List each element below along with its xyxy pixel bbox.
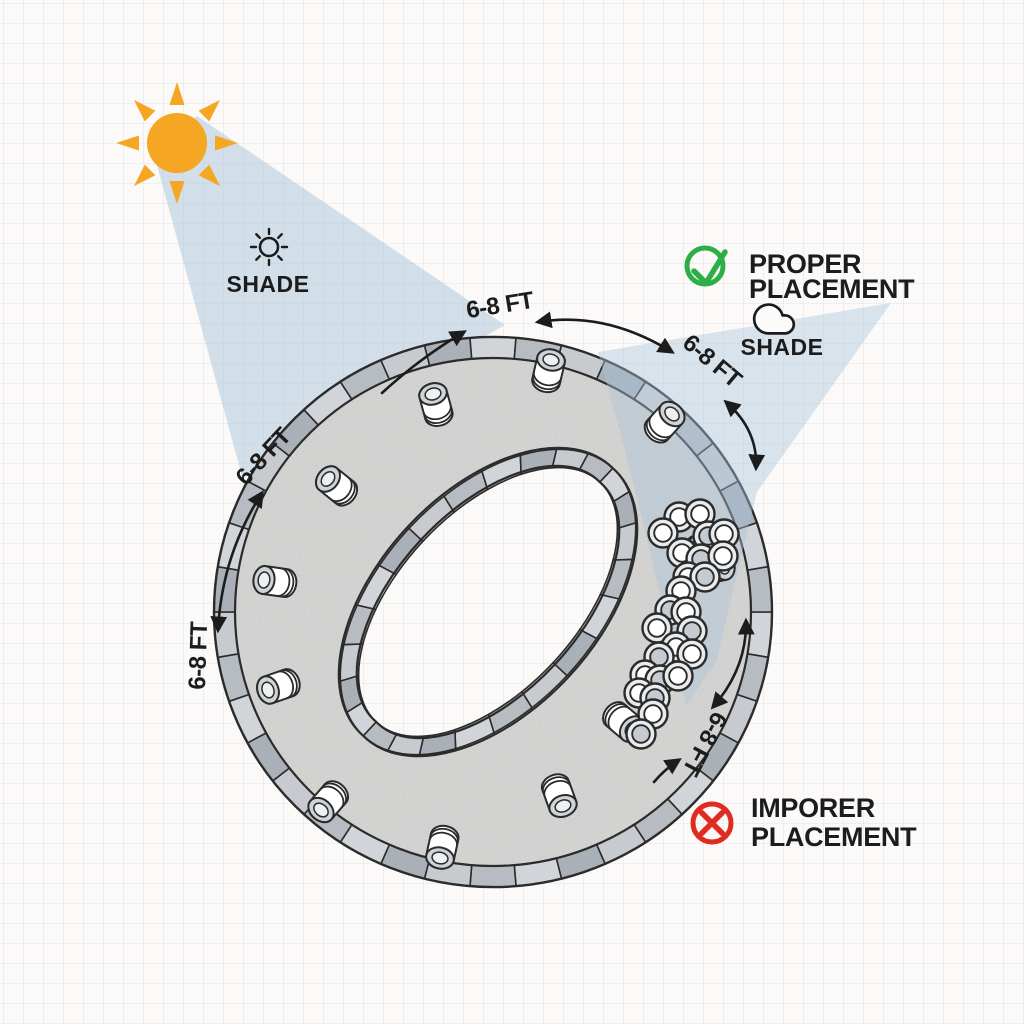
can-face-inner: [431, 851, 449, 865]
sun-icon: [116, 82, 238, 204]
can-rib: [280, 567, 295, 598]
spacing-arrow: [723, 399, 766, 472]
improper-placement-cluster: [623, 498, 740, 750]
cloud-icon: [752, 303, 796, 335]
small-sun-ray: [276, 233, 283, 240]
sun-ray: [116, 135, 139, 151]
cluster-can-opening: [643, 704, 663, 724]
outer-band-segment: [469, 864, 517, 888]
sun-ray: [215, 135, 238, 151]
small-sun-ray: [255, 254, 262, 261]
can-rib: [645, 418, 671, 442]
spacing-arrow: [210, 490, 264, 634]
spacing-arrow: [710, 617, 755, 710]
can-rib: [277, 670, 294, 700]
proper-placement-line1: PROPER: [749, 249, 861, 279]
cluster-can-top: [707, 540, 739, 572]
small-sun-ray: [276, 254, 283, 261]
can-rib: [543, 780, 572, 797]
can-rib: [423, 408, 453, 424]
sun-ray: [169, 82, 185, 105]
ring-edge: [355, 464, 621, 740]
sun-disc: [147, 113, 207, 173]
shade-sun-label: SHADE: [226, 271, 309, 297]
legend-icons: [249, 227, 796, 845]
can-face-inner: [424, 387, 442, 401]
spacing-arrows: [210, 311, 766, 784]
can-face-inner: [554, 799, 572, 813]
improper-placement-line2: PLACEMENT: [751, 822, 917, 852]
can-rib: [648, 415, 673, 439]
shade-beam-from-sun: [155, 116, 505, 476]
distance-label: 6-8 FT: [184, 621, 213, 690]
cluster-can-opening: [668, 666, 688, 686]
cross-circle-icon: [690, 801, 734, 845]
can-rib: [542, 776, 571, 794]
cluster-can-opening: [690, 504, 710, 524]
can-rib: [532, 371, 563, 387]
can-rib: [604, 703, 628, 729]
placement-can: [256, 668, 301, 705]
cluster-can-top: [662, 660, 694, 692]
placement-can: [540, 773, 578, 818]
placement-can: [314, 465, 359, 507]
sun-ray: [169, 181, 185, 204]
cluster-can-top: [689, 561, 721, 593]
cluster-can-top: [625, 718, 657, 750]
sun-ray: [198, 99, 221, 122]
sun-ray: [133, 99, 156, 122]
can-face-inner: [664, 406, 680, 422]
can-face-inner: [313, 802, 329, 818]
can-rib: [330, 476, 353, 503]
cluster-can-opening: [631, 724, 651, 744]
ring-edge: [337, 446, 639, 758]
spacing-arrow: [652, 758, 682, 784]
cluster-can-top: [676, 638, 708, 670]
cluster-can-opening: [714, 524, 734, 544]
cluster-can-opening: [647, 618, 667, 638]
can-rib: [429, 827, 459, 843]
spacing-arrow: [534, 311, 675, 354]
can-rib: [276, 567, 291, 597]
can-rib: [422, 404, 452, 421]
small-sun-ray: [255, 233, 262, 240]
check-circle-icon: [684, 245, 728, 287]
cross-mark: [698, 809, 726, 837]
placement-can: [643, 400, 686, 444]
placement-can: [307, 780, 350, 824]
cluster-can-top: [647, 517, 679, 549]
can-face-inner: [320, 471, 336, 487]
can-rib: [333, 479, 356, 505]
shade-cloud-label: SHADE: [740, 334, 823, 360]
can-rib: [322, 782, 347, 806]
can-face-inner: [542, 353, 560, 367]
improper-placement-line1: IMPORER: [751, 793, 875, 823]
check-mark: [691, 249, 728, 286]
cluster-can-opening: [713, 546, 733, 566]
cluster-can-opening: [682, 644, 702, 664]
can-rib: [319, 785, 345, 809]
cluster-can-opening: [695, 567, 715, 587]
proper-placement-line2: PLACEMENT: [749, 274, 915, 304]
placement-can: [531, 348, 566, 394]
placement-can: [418, 382, 454, 427]
shade-beam: [155, 116, 505, 476]
sun-ray: [133, 164, 156, 187]
placement-can: [252, 565, 298, 598]
can-face-inner: [261, 681, 275, 699]
can-rib: [428, 831, 458, 847]
small-sun-icon: [249, 227, 289, 267]
can-rib: [607, 705, 631, 731]
spacing-arrow: [380, 330, 467, 395]
sun-ray: [198, 164, 221, 187]
cluster-can-top: [641, 612, 673, 644]
can-rib: [281, 669, 298, 698]
outer-band-segment: [469, 336, 517, 360]
placement-can: [425, 824, 460, 870]
cluster-can-opening: [653, 523, 673, 543]
can-rib: [531, 375, 562, 391]
